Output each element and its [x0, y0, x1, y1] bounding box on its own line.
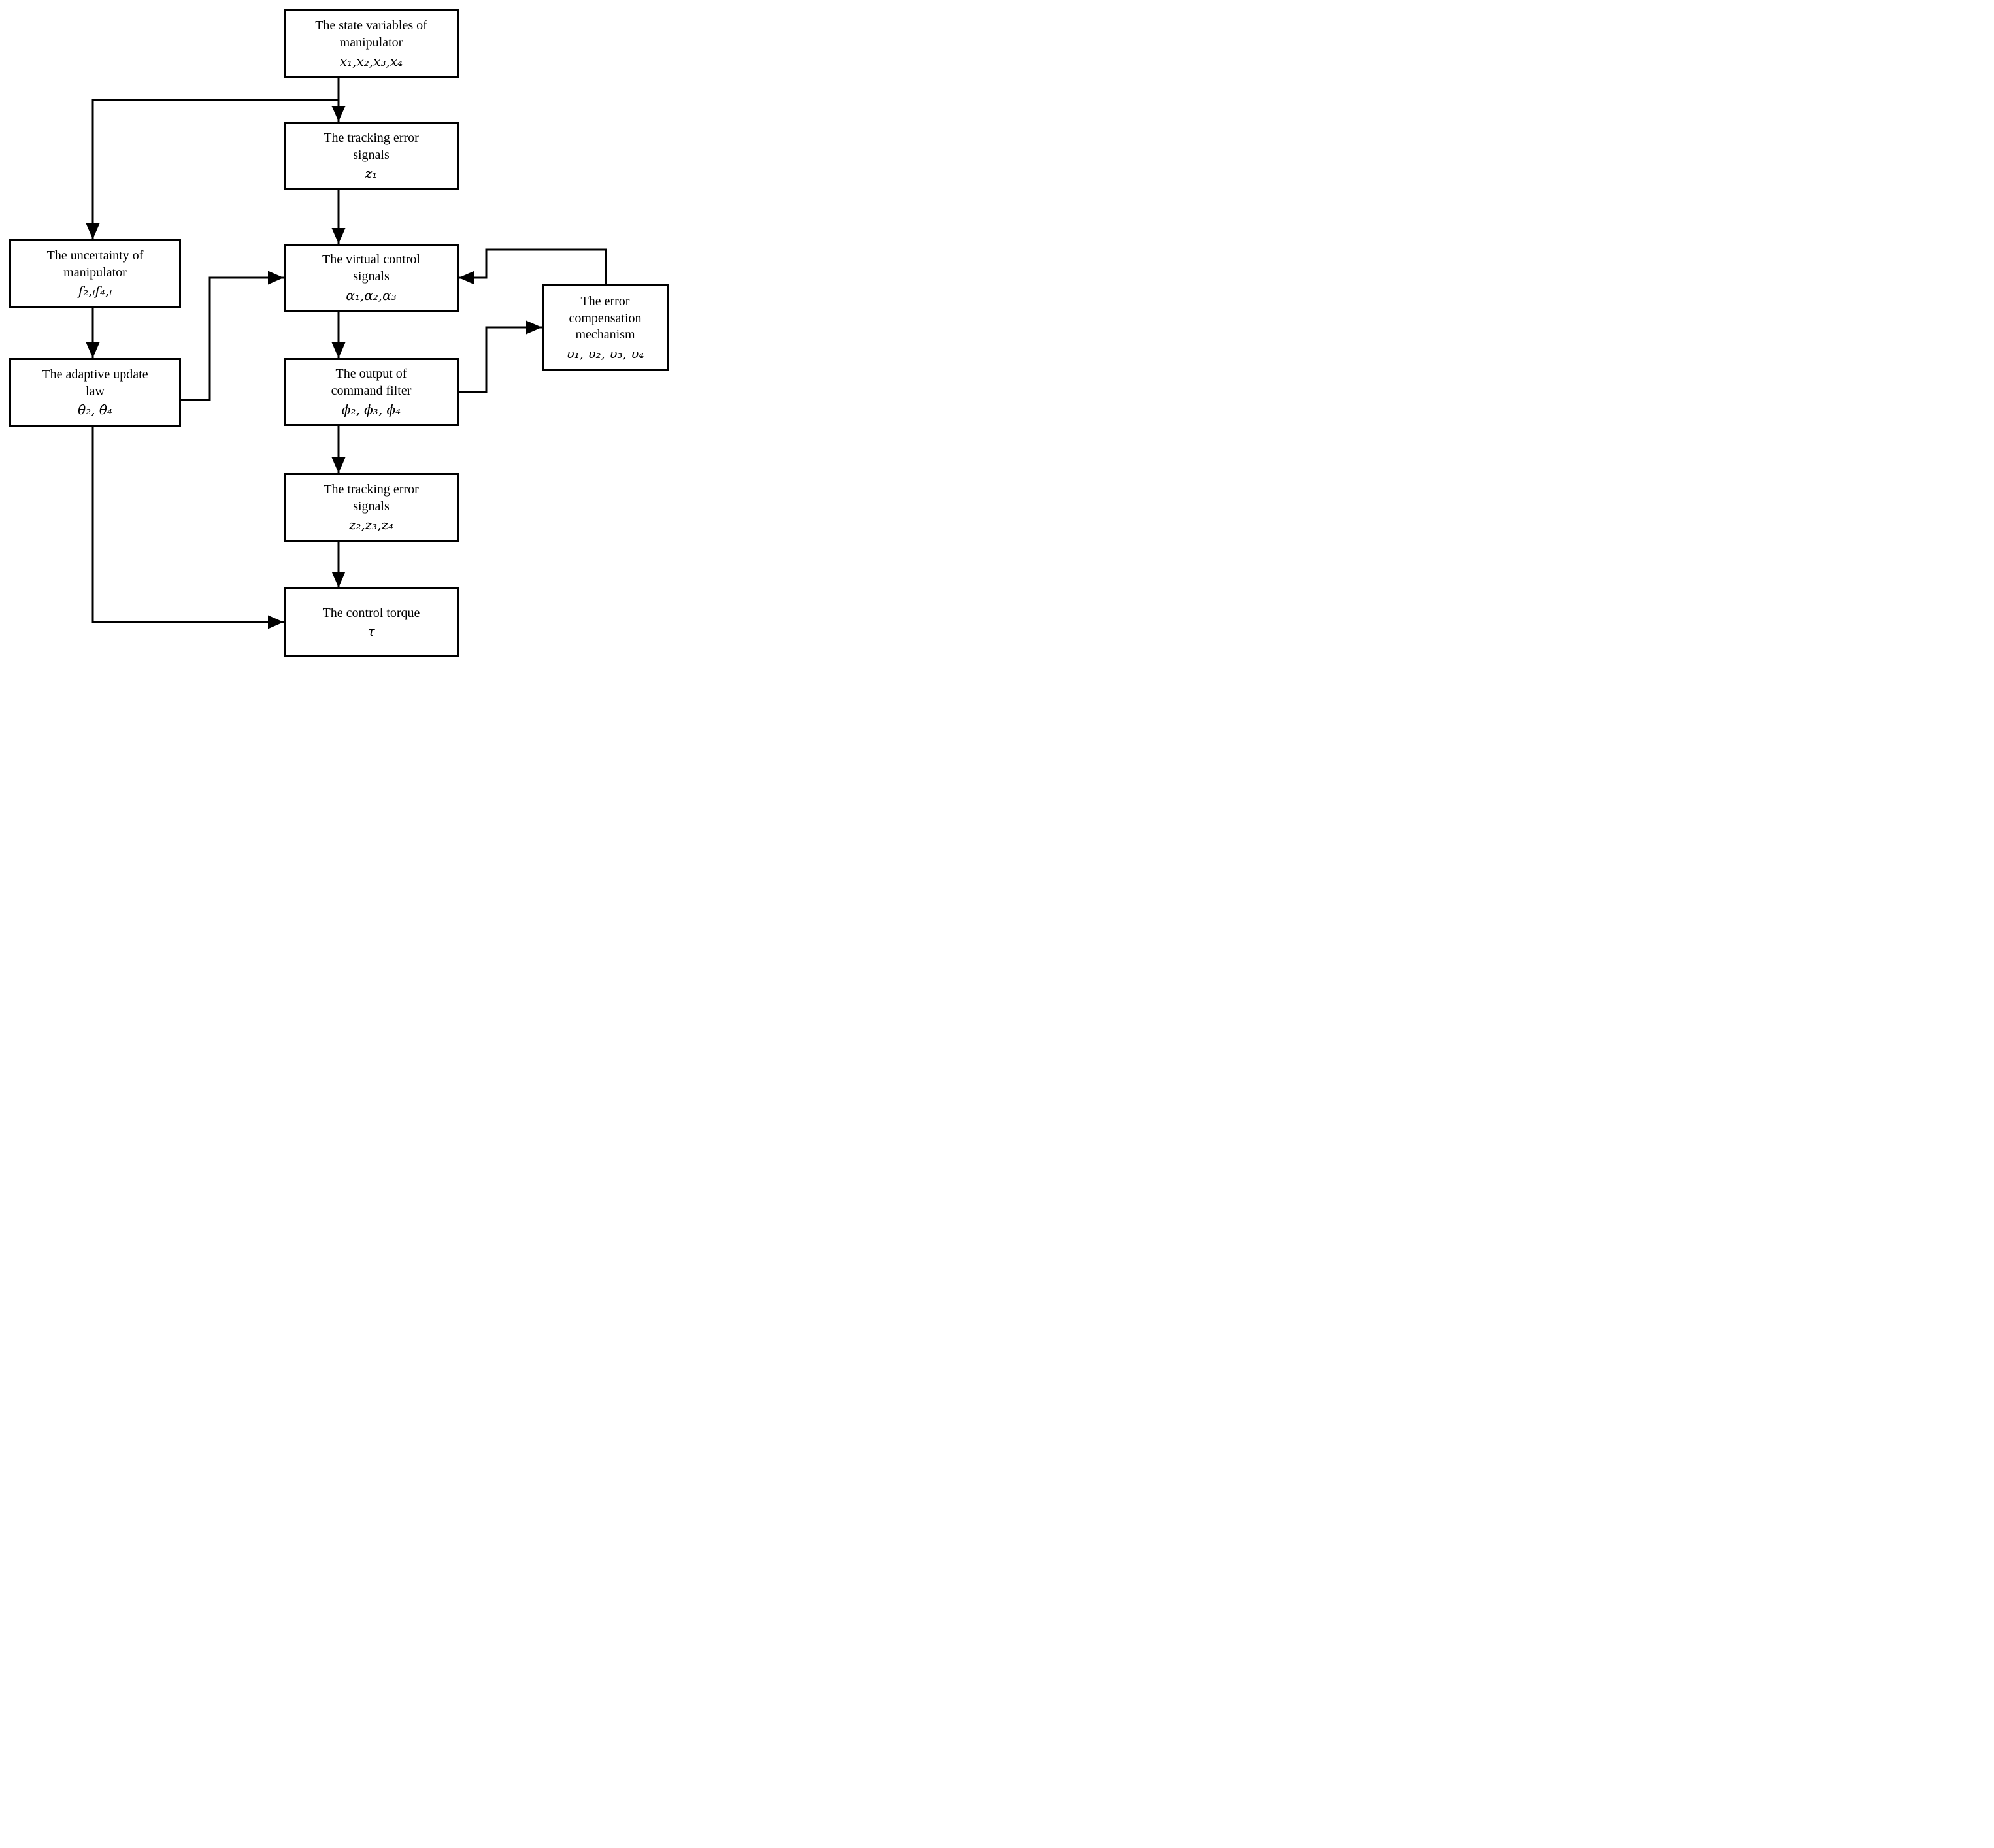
error-compensation-math: υ₁, υ₂, υ₃, υ₄ — [566, 345, 644, 361]
box-tracking-error-z234: The tracking error signals z₂,z₃,z₄ — [284, 473, 459, 542]
control-torque-math: τ — [367, 623, 375, 640]
command-filter-math: ϕ₂, ϕ₃, ϕ₄ — [341, 401, 401, 418]
tracking-error-z1-label: The tracking error signals — [324, 130, 419, 162]
adaptive-update-label: The adaptive update law — [42, 367, 148, 399]
arrow-errorcomp-to-virtual — [459, 248, 607, 285]
tracking-error-z234-label: The tracking error signals — [324, 482, 419, 514]
arrow-adaptive-to-torque — [91, 427, 284, 629]
uncertainty-label: The uncertainty of manipulator — [46, 248, 144, 280]
box-control-torque: The control torque τ — [284, 587, 459, 657]
tracking-error-z234-math: z₂,z₃,z₄ — [348, 517, 394, 533]
arrow-state-branch-to-uncertainty — [86, 99, 339, 239]
virtual-control-math: α₁,α₂,α₃ — [346, 287, 397, 303]
arrow-filter-to-errorcomp — [459, 320, 542, 393]
virtual-control-label: The virtual control signals — [322, 252, 420, 284]
control-torque-label: The control torque — [322, 605, 420, 620]
state-variables-label: The state variables of manipulator — [315, 18, 427, 50]
uncertainty-math: f₂,ᵢf₄,ᵢ — [78, 283, 112, 299]
error-compensation-label: The error compensation mechanism — [569, 294, 642, 342]
command-filter-label: The output of command filter — [331, 367, 412, 398]
flowchart-canvas: The state variables of manipulator x₁,x₂… — [0, 0, 718, 665]
box-state-variables: The state variables of manipulator x₁,x₂… — [284, 9, 459, 78]
connector-layer — [86, 78, 607, 629]
arrow-adaptive-to-virtual — [181, 271, 284, 401]
adaptive-update-math: θ̂₂, θ̂₄ — [78, 402, 112, 418]
box-uncertainty-of-manipulator: The uncertainty of manipulator f₂,ᵢf₄,ᵢ — [9, 239, 181, 308]
state-variables-math: x₁,x₂,x₃,x₄ — [339, 53, 403, 69]
box-tracking-error-z1: The tracking error signals z₁ — [284, 122, 459, 190]
box-adaptive-update-law: The adaptive update law θ̂₂, θ̂₄ — [9, 358, 181, 427]
box-command-filter-output: The output of command filter ϕ₂, ϕ₃, ϕ₄ — [284, 358, 459, 426]
box-virtual-control-signals: The virtual control signals α₁,α₂,α₃ — [284, 244, 459, 312]
box-error-compensation-mechanism: The error compensation mechanism υ₁, υ₂,… — [542, 284, 669, 371]
tracking-error-z1-math: z₁ — [365, 165, 378, 182]
